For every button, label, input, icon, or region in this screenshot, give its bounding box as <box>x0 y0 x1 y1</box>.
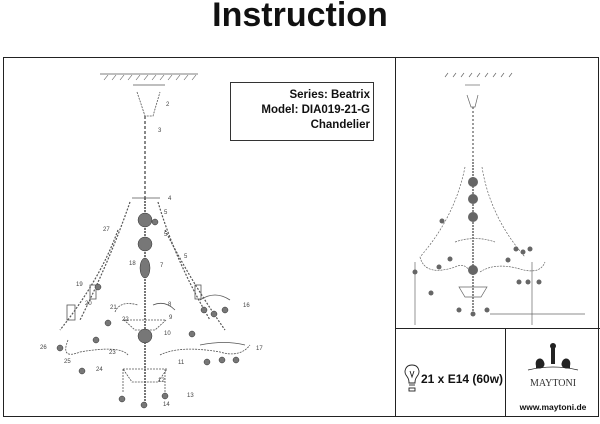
part-number: 27 <box>103 227 110 233</box>
part-number: 5 <box>184 254 188 260</box>
page-title: Instruction <box>212 0 388 34</box>
part-number: 10 <box>164 331 171 337</box>
part-number: 12 <box>158 378 165 384</box>
part-number: 3 <box>158 128 162 134</box>
part-number: 18 <box>129 261 136 267</box>
part-number: 25 <box>64 359 71 365</box>
part-number: 13 <box>187 393 194 399</box>
bulb-spec: 21 x E14 (60w) <box>421 372 504 386</box>
product-info-box: Series: Beatrix Model: DIA019-21-G Chand… <box>230 82 374 141</box>
part-number: 11 <box>178 360 185 366</box>
logo-text: MAYTONI <box>530 378 576 389</box>
part-number: 21 <box>110 305 117 311</box>
part-number: 20 <box>85 301 92 307</box>
part-number: 4 <box>168 196 172 202</box>
divider <box>395 328 600 329</box>
product-type-label: Chandelier <box>310 119 370 131</box>
bulb-icon <box>404 364 420 392</box>
divider <box>505 328 506 417</box>
part-number: 26 <box>40 345 47 351</box>
divider <box>395 57 396 417</box>
part-number: 8 <box>168 302 172 308</box>
chandelier-exploded-diagram <box>56 73 251 409</box>
part-number: 7 <box>160 263 164 269</box>
part-number: 14 <box>163 402 170 408</box>
part-number: 2 <box>166 102 170 108</box>
part-number: 5 <box>164 210 168 216</box>
chandelier-dimension-diagram <box>412 72 585 325</box>
part-number: 9 <box>169 315 173 321</box>
instruction-frame <box>3 57 599 417</box>
part-number: 17 <box>256 346 263 352</box>
part-number: 22 <box>122 317 129 323</box>
part-number: 19 <box>76 282 83 288</box>
series-label: Series: Beatrix <box>289 89 370 101</box>
model-label: Model: DIA019-21-G <box>261 104 370 116</box>
part-number: 24 <box>96 367 103 373</box>
part-number: 16 <box>243 303 250 309</box>
website-link[interactable]: www.maytoni.de <box>519 402 587 412</box>
part-number: 23 <box>109 350 116 356</box>
part-number: 5 <box>164 232 168 238</box>
maytoni-logo: MAYTONI <box>527 343 579 389</box>
